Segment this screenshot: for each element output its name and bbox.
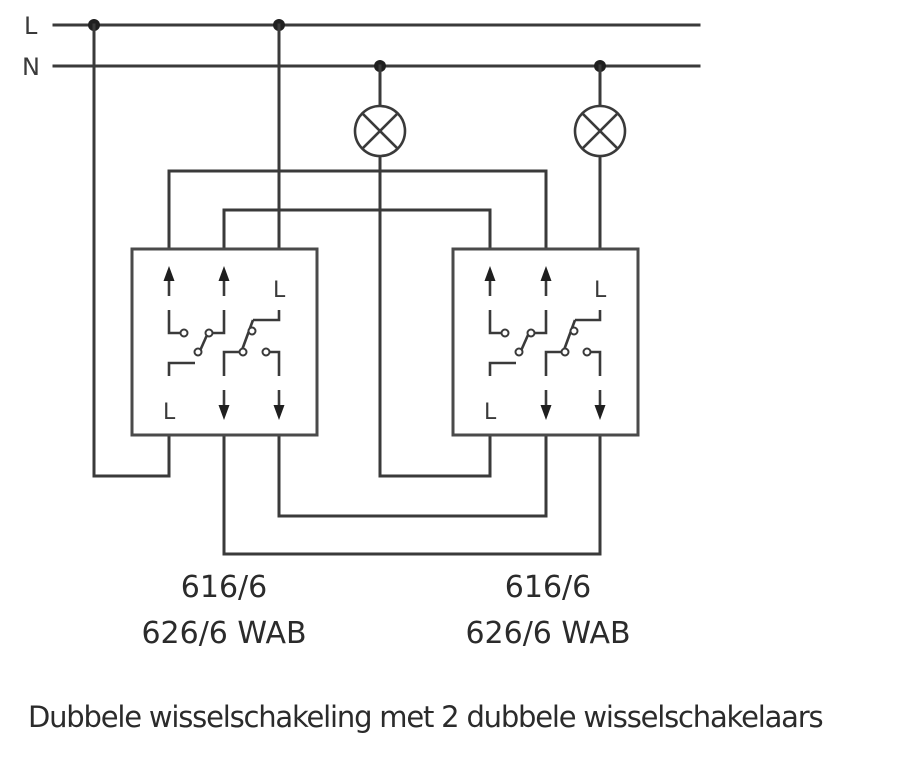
- contact-point: [569, 326, 579, 336]
- model-number: 616/6: [180, 570, 268, 605]
- switch-contact-line: [253, 310, 281, 322]
- contact-point: [582, 347, 592, 357]
- traveler-wire-bottom-outer: [222, 433, 602, 556]
- lamp-1-icon: [353, 104, 407, 158]
- contact-point: [526, 328, 536, 338]
- traveler-wire-top-outer: [167, 169, 548, 251]
- switch-right-model: 616/6 626/6 WAB: [428, 565, 668, 657]
- contact-point: [261, 347, 271, 357]
- terminal-label-bottom: L: [163, 400, 176, 425]
- switch-contact-line: [269, 350, 281, 376]
- neutral-label: N: [22, 53, 40, 81]
- switch-contact-line: [212, 310, 226, 335]
- terminal-label-top: L: [273, 278, 286, 303]
- lamp-2-icon: [573, 104, 627, 158]
- switch-contact-line: [488, 310, 502, 335]
- switch-contact-line: [488, 361, 516, 376]
- contact-point: [560, 347, 570, 357]
- switch-contact-line: [575, 310, 602, 322]
- arrow-down-icon: [273, 390, 285, 420]
- model-number: 616/6: [504, 570, 592, 605]
- diagram-caption: Dubbele wisselschakeling met 2 dubbele w…: [28, 700, 824, 734]
- switch-lever: [562, 319, 577, 351]
- switch-contact-line: [534, 310, 548, 335]
- arrow-up-icon: [540, 266, 552, 296]
- arrow-down-icon: [218, 390, 230, 420]
- arrow-up-icon: [163, 266, 175, 296]
- switch-contact-line: [167, 310, 181, 335]
- lamp-1-return-wire: [378, 154, 492, 478]
- switch-contact-line: [167, 361, 195, 376]
- arrow-down-icon: [594, 390, 606, 420]
- terminal-label-bottom: L: [484, 400, 497, 425]
- feed-wire-left: [92, 23, 171, 478]
- arrow-up-icon: [484, 266, 496, 296]
- terminal-label-top: L: [594, 278, 607, 303]
- traveler-wire-bottom-inner: [277, 433, 548, 518]
- switch-contact-line: [590, 350, 602, 376]
- contact-point: [247, 326, 257, 336]
- switch-left-model: 616/6 626/6 WAB: [104, 565, 344, 657]
- contact-point: [179, 328, 189, 338]
- switch-contact-line: [222, 350, 240, 376]
- contact-point: [204, 328, 214, 338]
- contact-point: [238, 347, 248, 357]
- contact-point: [193, 347, 203, 357]
- switch-left: L L: [130, 247, 319, 437]
- contact-point: [514, 347, 524, 357]
- contact-point: [500, 328, 510, 338]
- arrow-up-icon: [218, 266, 230, 296]
- switch-right: L L: [451, 247, 640, 437]
- arrow-down-icon: [540, 390, 552, 420]
- switch-lever: [240, 319, 255, 351]
- model-number-variant: 626/6 WAB: [141, 616, 307, 651]
- phase-label: L: [24, 12, 38, 40]
- switch-contact-line: [544, 350, 562, 376]
- traveler-wire-top-inner: [222, 208, 492, 251]
- model-number-variant: 626/6 WAB: [465, 616, 631, 651]
